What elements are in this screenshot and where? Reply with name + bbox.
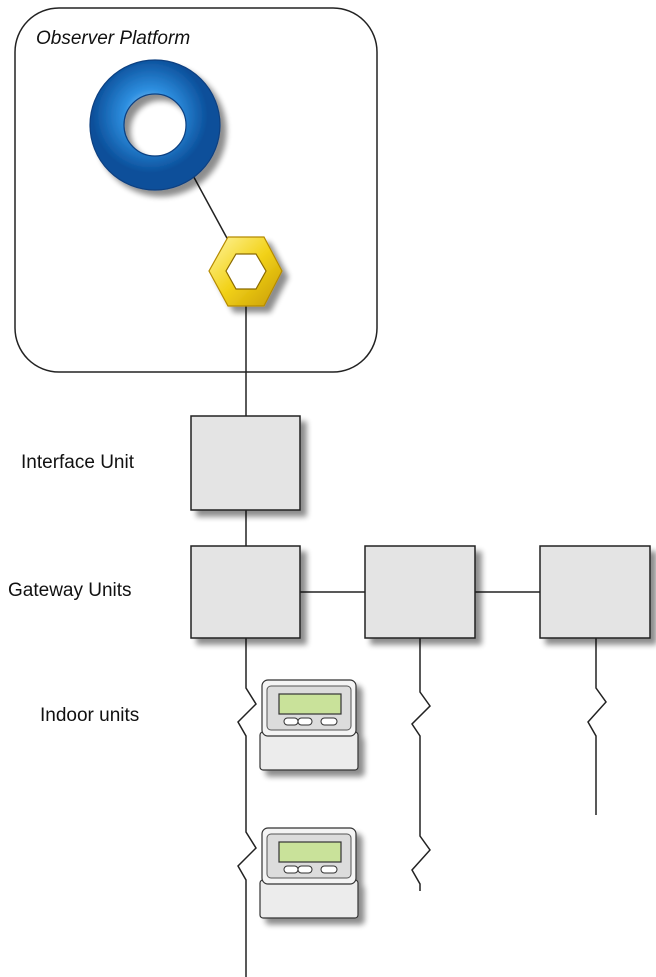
interface-unit-label: Interface Unit bbox=[21, 452, 134, 473]
observer-platform-title: Observer Platform bbox=[36, 28, 191, 49]
connector-lines bbox=[189, 169, 607, 977]
gateway-unit-box bbox=[364, 545, 476, 639]
ring-hex-connector bbox=[189, 169, 229, 241]
interface-unit-box bbox=[190, 415, 301, 511]
bus-line-3 bbox=[587, 638, 607, 815]
controller-icon bbox=[259, 827, 359, 919]
bus-line-2 bbox=[411, 638, 431, 891]
gateway-unit-box bbox=[539, 545, 651, 639]
controller-icon bbox=[259, 679, 359, 771]
bus-line-1 bbox=[237, 638, 257, 977]
indoor-units-label: Indoor units bbox=[40, 705, 140, 726]
observer-platform-frame bbox=[14, 7, 378, 373]
gateway-unit-box bbox=[190, 545, 301, 639]
hex-nut-icon bbox=[208, 236, 283, 307]
gateway-units-label: Gateway Units bbox=[8, 580, 132, 601]
ring-icon bbox=[89, 59, 221, 191]
